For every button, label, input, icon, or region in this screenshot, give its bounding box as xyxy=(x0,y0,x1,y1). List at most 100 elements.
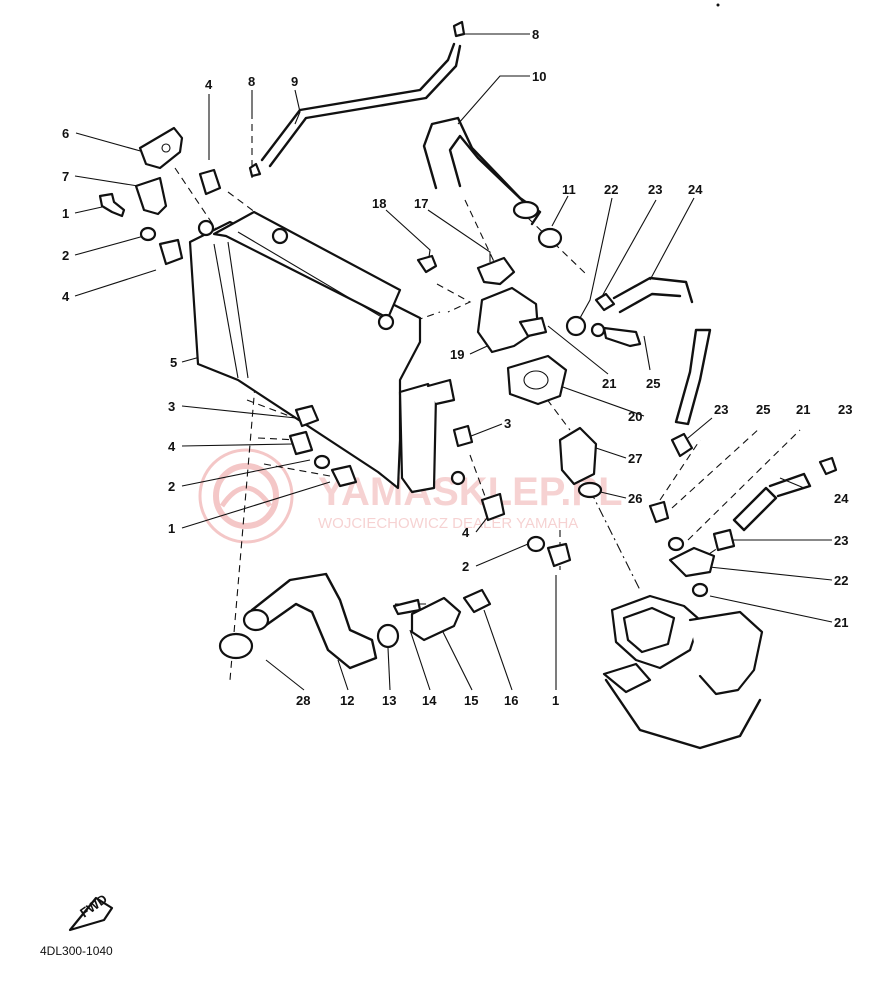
callout-label: 5 xyxy=(170,355,177,370)
hose-end xyxy=(512,200,540,220)
overflow-hose xyxy=(260,42,456,162)
callout-label: 11 xyxy=(562,182,576,197)
callout-label: 8 xyxy=(248,74,255,89)
thermostat-outlet xyxy=(518,316,548,338)
drawing-code: 4DL300-1040 xyxy=(40,944,113,958)
stay xyxy=(134,176,168,216)
lower-hose xyxy=(250,572,378,670)
callout-label: 21 xyxy=(602,376,616,391)
callout-label: 7 xyxy=(62,169,69,184)
grommet xyxy=(480,492,506,522)
bolt xyxy=(648,500,670,524)
callout-label: 1 xyxy=(62,206,69,221)
grommet xyxy=(158,238,184,266)
callout-label: 14 xyxy=(422,693,437,708)
gasket xyxy=(506,354,568,406)
fitting xyxy=(565,315,587,337)
callout-label: 10 xyxy=(532,69,546,84)
collar xyxy=(452,424,474,448)
clip xyxy=(248,162,262,178)
bypass-hose xyxy=(612,276,694,304)
grommet xyxy=(198,168,222,196)
o-ring xyxy=(667,536,685,552)
callout-label: 16 xyxy=(504,693,518,708)
callout-label: 17 xyxy=(414,196,428,211)
bolt xyxy=(98,192,126,218)
gasket-hole xyxy=(523,370,549,390)
callout-label: 22 xyxy=(604,182,618,197)
callout-label: 26 xyxy=(628,491,642,506)
callout-label: 1 xyxy=(168,521,175,536)
fitting xyxy=(668,546,716,578)
upper-hose xyxy=(448,134,526,204)
callout-label: 3 xyxy=(168,399,175,414)
callout-label: 22 xyxy=(834,573,848,588)
bolt xyxy=(416,254,438,274)
radiator xyxy=(188,210,466,494)
washer xyxy=(526,535,546,553)
callout-label: 27 xyxy=(628,451,642,466)
o-ring xyxy=(462,588,492,614)
callout-label: 9 xyxy=(291,74,298,89)
callout-label: 13 xyxy=(382,693,396,708)
callout-label: 3 xyxy=(504,416,511,431)
thermostat-housing xyxy=(476,286,540,354)
callout-label: 25 xyxy=(646,376,660,391)
callout-label: 24 xyxy=(834,491,849,506)
callout-label: 12 xyxy=(340,693,354,708)
watermark-logo-inner xyxy=(213,463,279,529)
bracket-hole xyxy=(161,143,171,153)
hose-clamp xyxy=(712,528,736,552)
watermark-subtitle: WOJCIECHOWICZ DEALER YAMAHA xyxy=(318,515,578,532)
callout-label: 21 xyxy=(796,402,810,417)
speck xyxy=(716,3,720,7)
clip xyxy=(452,20,466,38)
o-ring xyxy=(590,322,606,338)
direction-marker: FWD xyxy=(68,891,114,932)
collar xyxy=(294,404,320,428)
callout-labels: 8 10 4 8 9 6 7 1 2 4 5 18 17 11 22 23 24… xyxy=(62,27,852,708)
callout-label: 28 xyxy=(296,693,310,708)
bolt xyxy=(546,542,572,568)
hose-clamp xyxy=(670,432,694,458)
callout-label: 19 xyxy=(450,347,464,362)
callout-label: 23 xyxy=(838,402,852,417)
bolt xyxy=(330,464,358,488)
callout-label: 4 xyxy=(168,439,176,454)
leader-lines xyxy=(74,33,833,691)
thermostat xyxy=(558,426,598,486)
bypass-hose xyxy=(674,328,712,426)
hose-clamp xyxy=(594,292,616,312)
callout-label: 23 xyxy=(714,402,728,417)
callout-label: 4 xyxy=(205,77,213,92)
callout-label: 6 xyxy=(62,126,69,141)
bypass-hose xyxy=(732,486,778,532)
callout-label: 4 xyxy=(462,525,470,540)
callout-label: 2 xyxy=(462,559,469,574)
callout-label: 23 xyxy=(648,182,662,197)
callout-label: 2 xyxy=(62,248,69,263)
hose-clamp xyxy=(376,623,400,649)
o-ring xyxy=(577,481,603,499)
o-ring xyxy=(691,582,709,598)
joint-pipe xyxy=(410,596,462,642)
thermostat-cover xyxy=(476,256,516,286)
callout-label: 24 xyxy=(688,182,703,197)
callout-label: 21 xyxy=(834,615,848,630)
callout-label: 15 xyxy=(464,693,478,708)
callout-label: 18 xyxy=(372,196,386,211)
callout-label: 4 xyxy=(62,289,70,304)
grommet xyxy=(288,430,314,456)
hose-clamp xyxy=(537,227,563,249)
hose-clamp xyxy=(818,456,838,476)
callout-label: 25 xyxy=(756,402,770,417)
bypass-hose xyxy=(618,292,682,314)
callout-label: 8 xyxy=(532,27,539,42)
callout-label: 23 xyxy=(834,533,848,548)
callout-label: 1 xyxy=(552,693,559,708)
washer xyxy=(313,454,331,470)
callout-label: 20 xyxy=(628,409,642,424)
watermark-logo-outer xyxy=(198,448,294,544)
hose-clamp xyxy=(218,632,254,660)
